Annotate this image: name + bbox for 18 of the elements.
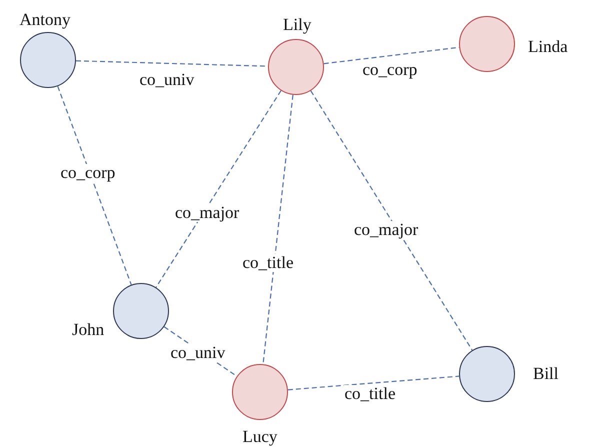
connector-line <box>310 90 473 351</box>
edge-label: co_major <box>353 221 420 239</box>
edge-label: co_univ <box>170 344 226 362</box>
connector-line <box>57 86 132 285</box>
name-label: Lucy <box>242 427 278 447</box>
name-label: Lily <box>283 15 312 35</box>
name-label: John <box>72 320 104 340</box>
connector-line <box>288 376 460 390</box>
edge-label: co_univ <box>138 71 196 89</box>
connector-line <box>262 94 294 364</box>
edge-label: co_title <box>344 385 396 403</box>
name-label: Bill <box>533 364 559 384</box>
edge-label: co_major <box>174 204 240 222</box>
name-label: Antony <box>20 10 70 30</box>
connector-line <box>156 90 282 288</box>
edge-label: co_title <box>242 254 294 272</box>
edge-label: co_corp <box>60 164 116 182</box>
name-label: Linda <box>528 37 568 57</box>
